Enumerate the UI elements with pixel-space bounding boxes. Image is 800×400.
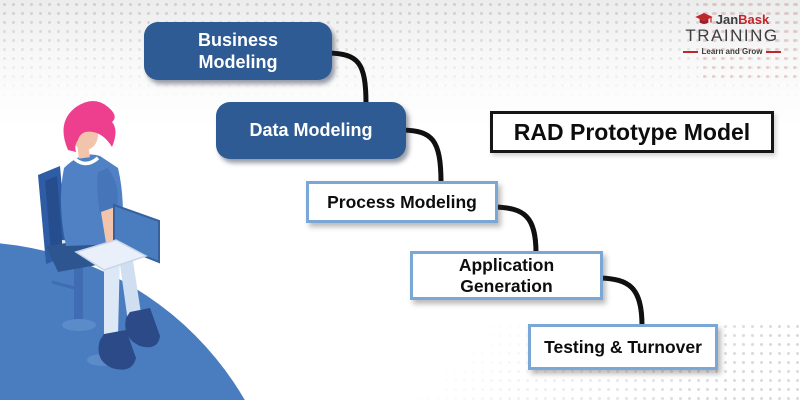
connector-1	[326, 50, 369, 107]
connector-2	[400, 127, 444, 186]
brand-jan: Jan	[715, 12, 739, 27]
brand-bask: Bask	[738, 12, 770, 27]
brand-training: TRAINING	[685, 26, 779, 45]
graduation-cap-icon	[695, 12, 713, 24]
connector-3	[492, 204, 539, 256]
step-testing-turnover: Testing & Turnover	[528, 324, 718, 370]
brand-name: JanBask	[716, 12, 769, 27]
step-business-modeling: Business Modeling	[144, 22, 332, 80]
step-data-modeling: Data Modeling	[216, 102, 406, 159]
tagline-dash-right	[766, 50, 782, 53]
laptop-icon	[113, 203, 160, 264]
janbask-training-logo: JanBask TRAINING Learn and Grow	[676, 12, 788, 56]
tagline-dash-left	[682, 50, 698, 53]
tagline-text: Learn and Grow	[701, 47, 763, 56]
step-process-modeling: Process Modeling	[306, 181, 498, 223]
diagram-title: RAD Prototype Model	[490, 111, 774, 153]
step-application-generation: Application Generation	[410, 251, 603, 300]
blue-blob-shape	[0, 243, 245, 400]
connector-4	[597, 275, 645, 329]
brand-tagline: Learn and Grow	[676, 47, 788, 56]
